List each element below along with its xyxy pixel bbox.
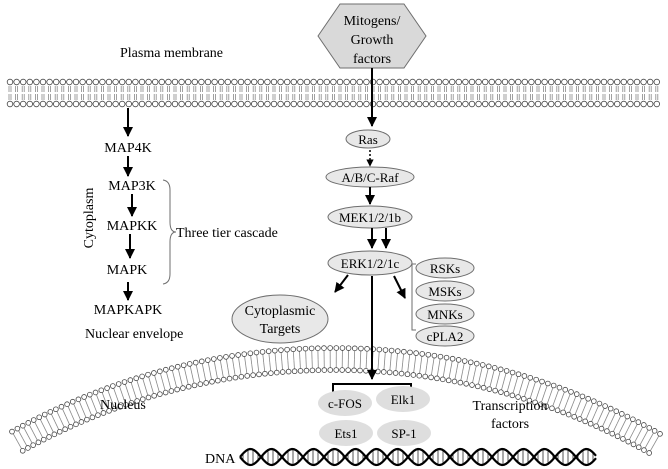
- cytoplasmic-targets-line2: Targets: [260, 322, 301, 337]
- mek-node: [327, 205, 413, 229]
- mitogens-label-line1: Mitogens/: [344, 14, 401, 29]
- substrate-msks-label: MSKs: [428, 284, 461, 299]
- nuclear-envelope-bilayer: [9, 345, 663, 456]
- tf-cfos-label: c-FOS: [328, 396, 362, 411]
- substrate-cpla2-label: cPLA2: [427, 329, 464, 344]
- dna-helix: [239, 447, 597, 467]
- transcription-factors-line1: Transcription: [473, 399, 548, 414]
- tf-elk1-label: Elk1: [391, 392, 416, 407]
- mitogens-label-line2: Growth: [351, 33, 394, 48]
- dna-label: DNA: [205, 452, 236, 467]
- tf-sp1-label: SP-1: [391, 426, 416, 441]
- cascade-mapkapk: MAPKAPK: [94, 303, 162, 318]
- cascade-map4k: MAP4K: [104, 141, 151, 156]
- arrow-erk-cyto-targets: [334, 274, 349, 293]
- substrate-cpla2: cPLA2: [415, 325, 475, 347]
- substrate-bracket: [411, 263, 416, 331]
- erk-label: ERK1/2/1c: [341, 256, 400, 271]
- tf-elk1: Elk1: [376, 386, 430, 412]
- erk-node: [327, 250, 413, 276]
- mitogens-label-line3: factors: [353, 52, 391, 67]
- tf-cfos: c-FOS: [318, 390, 372, 416]
- cascade-mapk: MAPK: [107, 263, 147, 278]
- mitogens-hexagon: [317, 3, 427, 69]
- arrow-erk-substrates: [393, 275, 406, 299]
- cytoplasmic-targets-node: [231, 294, 329, 344]
- tf-ets1: Ets1: [319, 420, 373, 446]
- substrate-rsks: RSKs: [415, 257, 475, 279]
- three-tier-label: Three tier cascade: [176, 226, 278, 241]
- substrate-mnks-label: MNKs: [427, 307, 462, 322]
- nucleus-label: Nucleus: [100, 398, 146, 413]
- three-tier-brace: [162, 179, 177, 285]
- ras-node: [345, 129, 391, 149]
- substrate-mnks: MNKs: [415, 303, 475, 325]
- tf-ets1-label: Ets1: [334, 426, 357, 441]
- plasma-membrane-label: Plasma membrane: [120, 46, 223, 61]
- tf-sp1: SP-1: [377, 420, 431, 446]
- plasma-membrane-bilayer: [6, 78, 660, 108]
- cascade-mapkk: MAPKK: [107, 219, 158, 234]
- cytoplasm-label: Cytoplasm: [82, 188, 97, 249]
- substrate-msks: MSKs: [415, 280, 475, 302]
- ras-label: Ras: [358, 132, 378, 147]
- cascade-map3k: MAP3K: [108, 179, 155, 194]
- raf-label: A/B/C-Raf: [341, 170, 399, 185]
- nuclear-envelope-label: Nuclear envelope: [85, 327, 183, 342]
- cytoplasmic-targets-line1: Cytoplasmic: [245, 304, 316, 319]
- mek-label: MEK1/2/1b: [339, 210, 401, 225]
- transcription-factors-line2: factors: [491, 417, 529, 432]
- substrate-rsks-label: RSKs: [430, 261, 460, 276]
